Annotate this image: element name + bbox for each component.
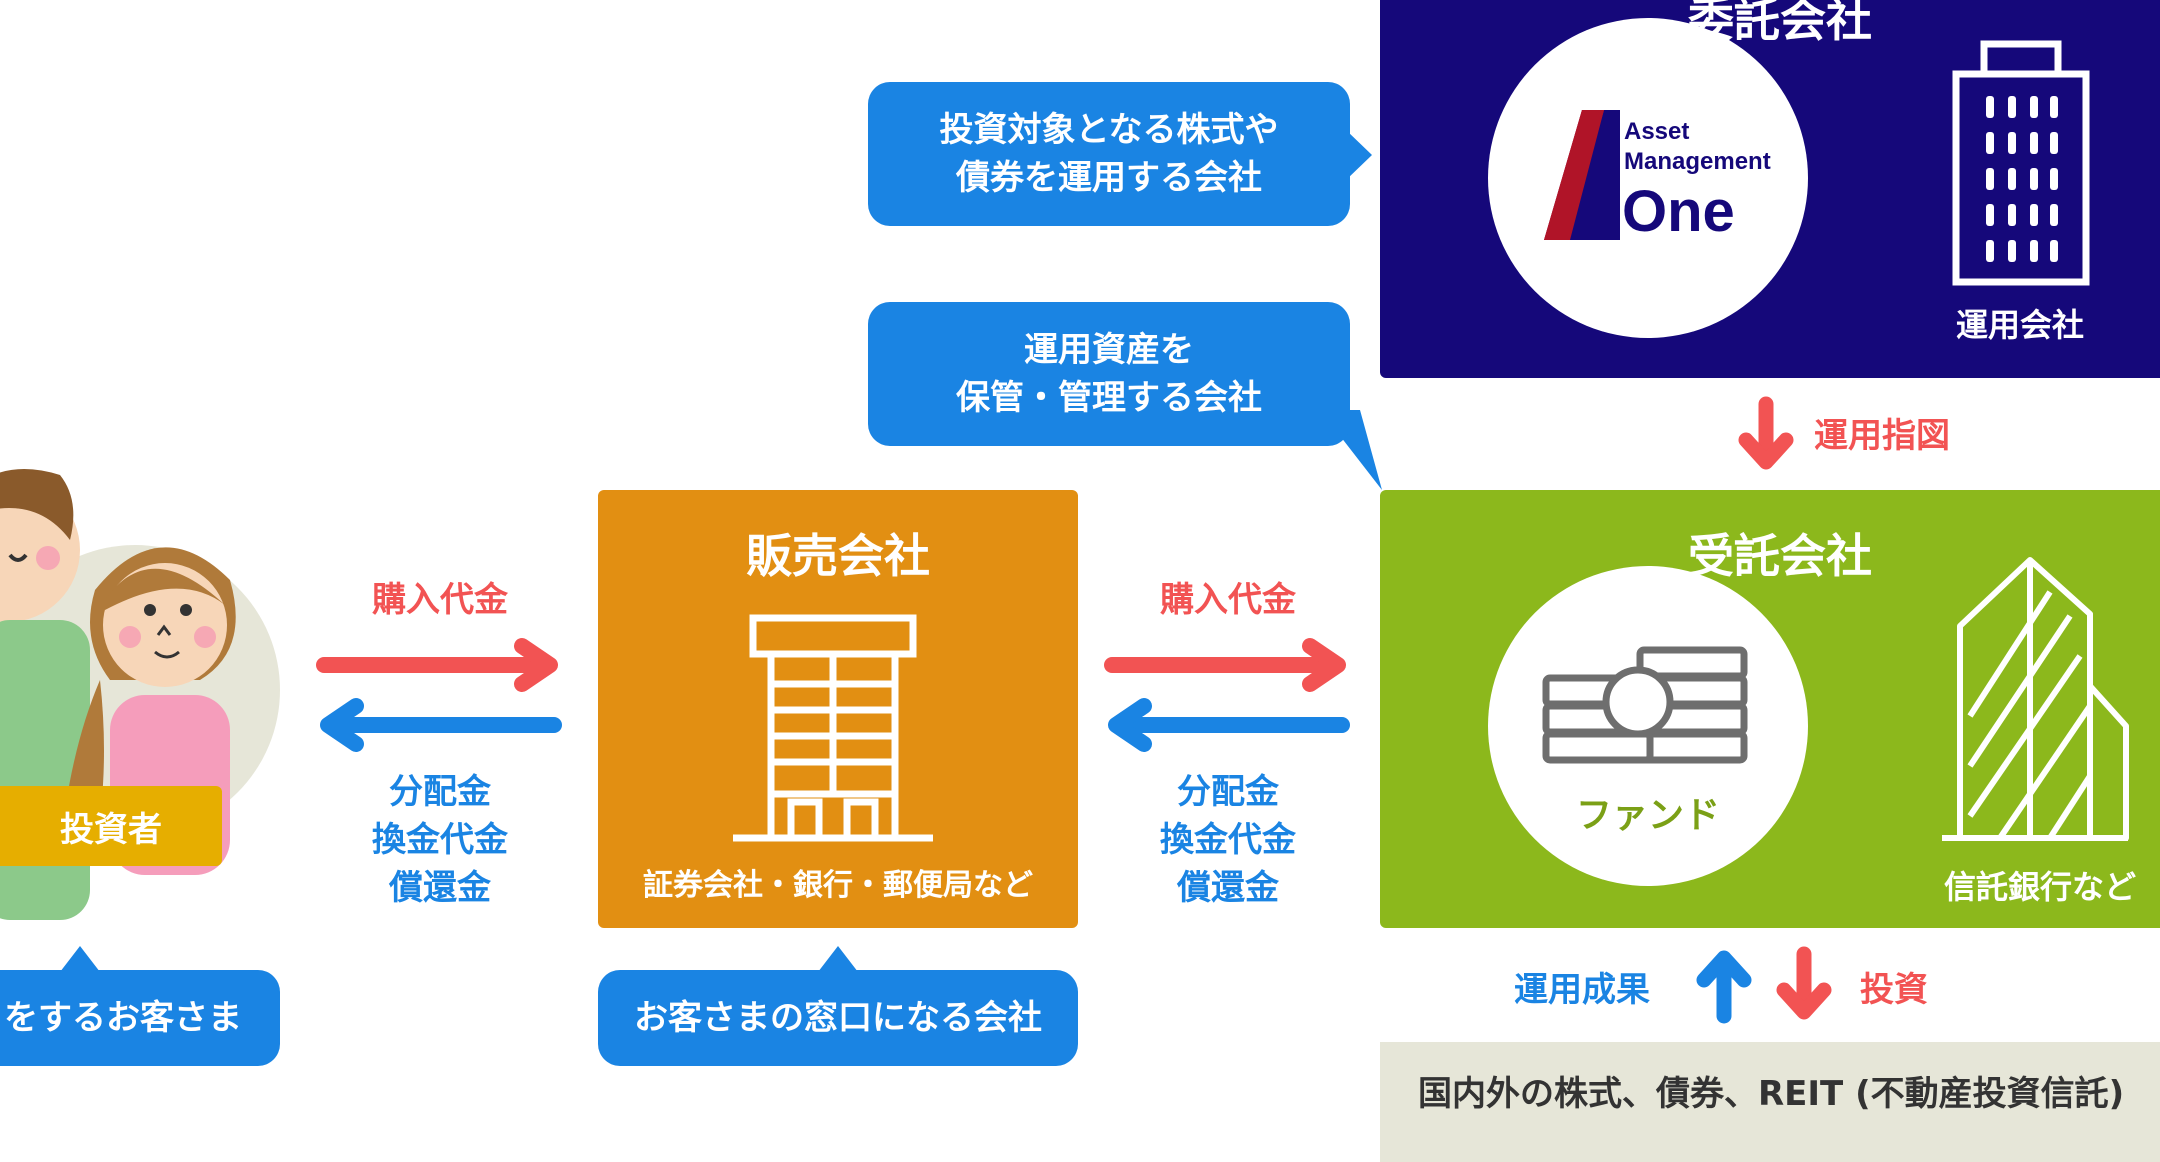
sales-company-bubble: お客さまの窓口になる会社: [598, 970, 1078, 1066]
sales-company-caption: 証券会社・銀行・郵便局など: [643, 868, 1033, 903]
fund-circle: ファンド: [1488, 566, 1808, 886]
sales-company-box: 販売会社 証券会社・銀行・郵便局など: [598, 490, 1078, 928]
company-logo-circle: Asset Management One: [1488, 18, 1808, 338]
investment-result-label: 運用成果: [1514, 970, 1650, 1010]
instruction-down-arrow: [1738, 396, 1794, 470]
consignor-bubble: 投資対象となる株式や 債券を運用する会社: [868, 82, 1350, 226]
fund-label: ファンド: [1575, 795, 1720, 836]
mid-flow-purchase-label: 購入代金: [1160, 580, 1296, 620]
left-flow-return-label: 分配金 換金代金 償還金: [372, 772, 508, 908]
sales-bubble-pointer: [818, 946, 858, 972]
investor-bubble: をするお客さま: [0, 970, 280, 1066]
sales-company-title: 販売会社: [746, 529, 930, 583]
consignor-box: 委託会社 Asset Management One 運用会社: [1380, 0, 2160, 378]
trustee-box: 受託会社 ファンド 信託銀: [1380, 490, 2160, 928]
office-building-icon: [733, 614, 933, 842]
company-logo-icon: [1544, 110, 1620, 240]
investor-illustration: [0, 430, 290, 920]
consignor-bubble-pointer: [1346, 130, 1372, 180]
coins-icon: [1542, 646, 1748, 764]
left-flow-purchase-label: 購入代金: [372, 580, 508, 620]
bank-building-icon: [1942, 557, 2129, 841]
mid-flow-right-arrow: [1104, 638, 1346, 692]
mid-flow-left-arrow: [1108, 698, 1350, 752]
assets-box: 国内外の株式、債券、REIT (不動産投資信託): [1380, 1042, 2160, 1162]
invest-down-arrow: [1776, 946, 1832, 1020]
logo-text-line3: One: [1622, 179, 1735, 244]
skyscraper-icon: [1952, 40, 2090, 286]
instruction-label: 運用指図: [1814, 416, 1950, 456]
trustee-caption: 信託銀行など: [1943, 868, 2136, 906]
logo-text-line1: Asset: [1624, 118, 1690, 145]
assets-text: 国内外の株式、債券、REIT (不動産投資信託): [1418, 1074, 2125, 1114]
consignor-caption: 運用会社: [1955, 306, 2084, 344]
result-up-arrow: [1696, 950, 1752, 1024]
logo-text-line2: Management: [1624, 148, 1771, 175]
mid-flow-return-label: 分配金 換金代金 償還金: [1160, 772, 1296, 908]
invest-label: 投資: [1860, 970, 1928, 1010]
trustee-title: 受託会社: [1688, 529, 1872, 583]
left-flow-right-arrow: [316, 638, 558, 692]
left-flow-left-arrow: [320, 698, 562, 752]
investor-bubble-pointer: [60, 946, 100, 972]
trustee-bubble: 運用資産を 保管・管理する会社: [868, 302, 1350, 446]
investor-label: 投資者: [0, 786, 222, 866]
